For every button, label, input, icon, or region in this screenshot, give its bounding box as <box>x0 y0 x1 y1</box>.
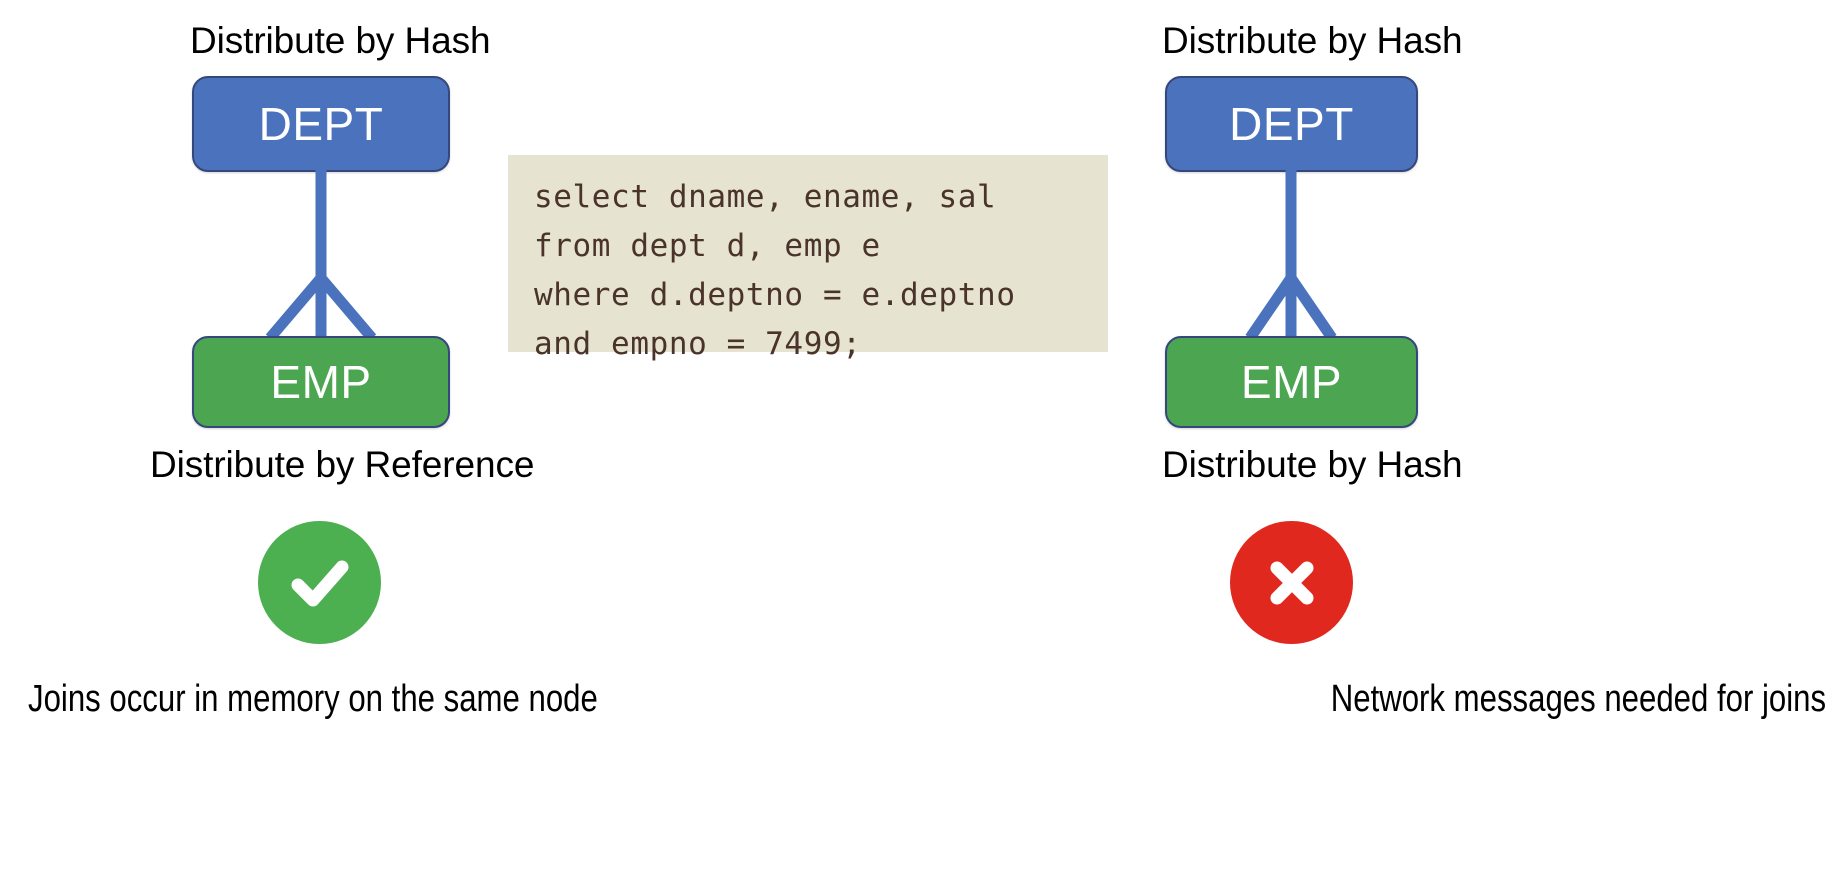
right-emp-entity[interactable]: EMP <box>1165 336 1418 428</box>
left-connector-svg <box>265 170 377 342</box>
right-dept-label: DEPT <box>1229 98 1354 150</box>
check-mark-glyph <box>291 560 348 606</box>
right-connector-svg <box>1245 170 1337 342</box>
left-top-label: Distribute by Hash <box>190 20 491 61</box>
right-dept-entity[interactable]: DEPT <box>1165 76 1418 172</box>
right-emp-label: EMP <box>1240 356 1343 408</box>
left-bottom-label: Distribute by Reference <box>150 444 535 485</box>
x-mark-glyph <box>1270 561 1313 604</box>
left-caption: Joins occur in memory on the same node <box>28 678 598 720</box>
left-emp-label: EMP <box>270 356 372 408</box>
right-crowsfoot-connector <box>1165 170 1418 342</box>
left-emp-entity[interactable]: EMP <box>192 336 450 428</box>
check-circle-icon <box>258 521 381 644</box>
x-circle-icon <box>1230 521 1353 644</box>
connector-prong-left <box>1245 274 1296 342</box>
right-bottom-label: Distribute by Hash <box>1162 444 1463 485</box>
right-top-label: Distribute by Hash <box>1162 20 1463 61</box>
sql-code-text: select dname, ename, sal from dept d, em… <box>534 179 1016 362</box>
connector-prong-right <box>1286 274 1337 342</box>
left-crowsfoot-connector <box>192 170 450 342</box>
connector-prong-left <box>265 274 326 342</box>
left-dept-entity[interactable]: DEPT <box>192 76 450 172</box>
left-dept-label: DEPT <box>258 98 384 150</box>
connector-prong-right <box>316 274 377 342</box>
right-caption: Network messages needed for joins <box>1330 678 1826 720</box>
sql-code-block: select dname, ename, sal from dept d, em… <box>508 155 1108 362</box>
